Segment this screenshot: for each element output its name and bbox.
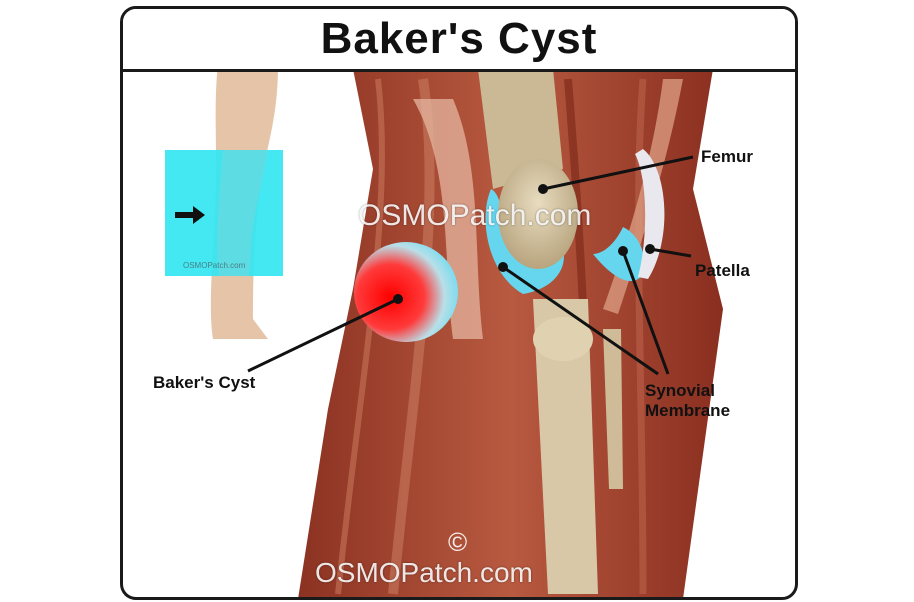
fibula	[603, 329, 623, 489]
synovial-leader	[621, 250, 670, 375]
label-bakers-cyst: Baker's Cyst	[153, 373, 256, 392]
knee-illustration	[165, 64, 723, 597]
synovial-leader	[502, 265, 659, 376]
copyright-symbol: ©	[448, 527, 468, 557]
inset-leg-overlay	[217, 150, 268, 276]
muscle-striation	[635, 78, 647, 595]
watermark-footer: OSMOPatch.com	[315, 557, 533, 588]
inset-arrow	[175, 206, 205, 224]
label-patella: Patella	[695, 261, 750, 280]
bakers-cyst-shape	[354, 242, 458, 342]
page-title: Baker's Cyst	[320, 14, 598, 63]
femur-leader	[542, 155, 694, 191]
label-femur: Femur	[701, 147, 753, 166]
tibia	[533, 299, 598, 594]
patella	[635, 149, 665, 279]
tendon	[413, 99, 483, 339]
label-synovial-1: Synovial	[645, 381, 715, 400]
patella-leader	[649, 247, 692, 258]
cyst-leader	[247, 297, 399, 373]
label-synovial-2: Membrane	[645, 401, 731, 420]
diagram-frame: Baker's Cyst OSMOPatch.com OSMOPatch.com…	[120, 6, 798, 600]
tibial-condyle	[533, 317, 593, 361]
inset-watermark: OSMOPatch.com	[183, 261, 246, 270]
title-bar: Baker's Cyst	[123, 9, 795, 72]
watermark-center: OSMOPatch.com	[358, 199, 592, 232]
femur-shaft	[478, 69, 563, 189]
synovial-membrane	[593, 227, 645, 282]
